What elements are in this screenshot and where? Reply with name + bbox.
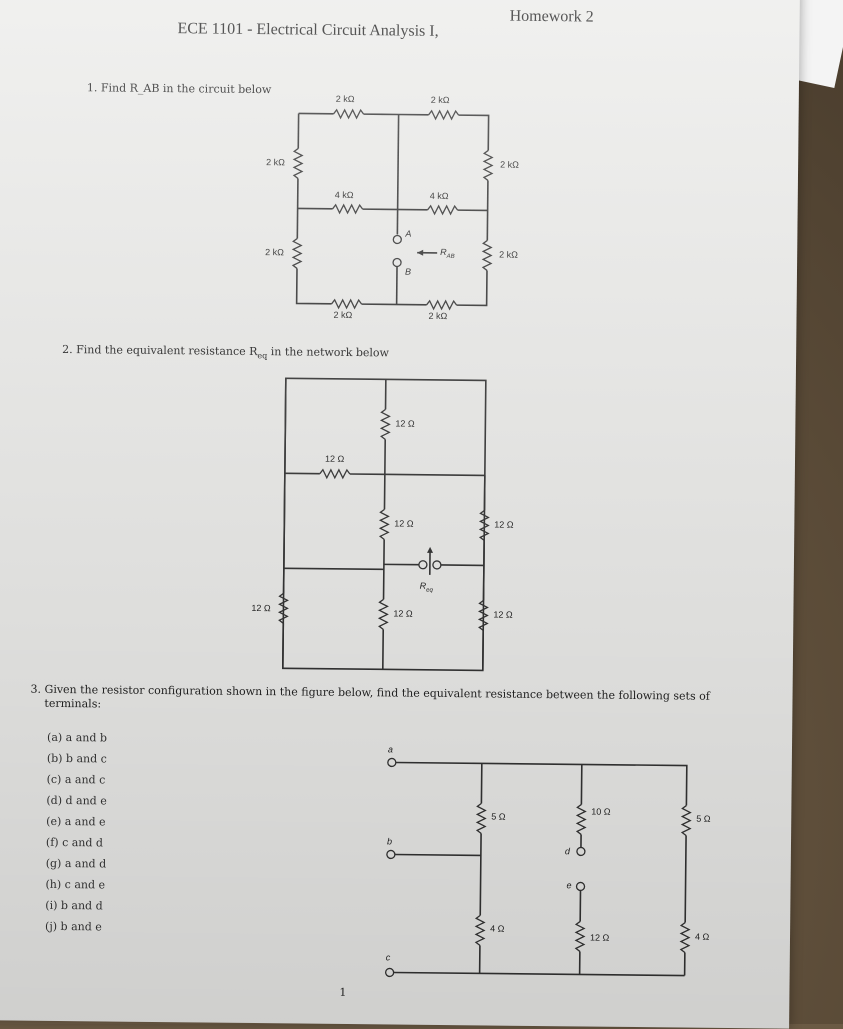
- option-f: (f) c and d: [45, 835, 104, 850]
- circuit-diagrams: [277, 108, 692, 978]
- terminal-A: [392, 234, 402, 245]
- label-1-right-upper: 2 kΩ: [500, 159, 519, 170]
- option-g: (g) a and d: [45, 856, 107, 871]
- resistor-2-right-upper: [478, 509, 490, 541]
- label-1-bottom-right: 2 kΩ: [428, 310, 448, 322]
- label-2-center-upper: 12 Ω: [394, 518, 414, 529]
- resistor-1-left-upper: [292, 147, 304, 179]
- label-3-5ohm-right: 5 Ω: [696, 813, 711, 824]
- resistor-2-center-upper: [378, 508, 390, 540]
- label-2-left: 12 Ω: [251, 602, 271, 614]
- option-i: (i) b and d: [45, 898, 103, 913]
- resistor-1-top-left: [333, 108, 365, 120]
- label-rab: RAB: [440, 246, 455, 260]
- label-1-right-lower: 2 kΩ: [499, 249, 518, 260]
- resistor-1-right-lower: [481, 239, 493, 271]
- label-3-12ohm: 12 Ω: [589, 932, 610, 943]
- label-2-right-lower: 12 Ω: [493, 609, 513, 620]
- label-req: Req: [419, 580, 433, 594]
- terminal-a: [387, 757, 397, 768]
- terminal-d: [576, 846, 586, 857]
- option-h: (h) c and e: [45, 877, 106, 892]
- option-b: (b) b and c: [46, 751, 107, 766]
- resistor-1-mid-right: [427, 204, 459, 216]
- terminal-e: [575, 881, 586, 892]
- option-c: (c) a and c: [46, 772, 106, 787]
- label-1-left-lower: 2 kΩ: [265, 247, 284, 258]
- resistor-3-10ohm: [575, 803, 587, 835]
- label-1-mid-right: 4 kΩ: [429, 190, 449, 202]
- resistor-1-mid-left: [332, 203, 364, 215]
- label-1-top-right: 2 kΩ: [430, 94, 450, 106]
- label-terminal-a: a: [387, 744, 394, 755]
- label-1-mid-left: 4 kΩ: [334, 189, 354, 201]
- resistor-3-5ohm-right: [680, 805, 692, 837]
- resistor-2-top-center: [379, 408, 391, 440]
- label-2-right-upper: 12 Ω: [494, 519, 514, 530]
- terminal-req-right: [432, 560, 442, 570]
- resistor-3-12ohm: [574, 920, 586, 952]
- page-number: 1: [339, 985, 347, 999]
- resistor-1-top-right: [428, 109, 460, 121]
- label-1-top-left: 2 kΩ: [335, 93, 355, 105]
- circuit-3: [384, 757, 692, 978]
- resistor-1-right-upper: [482, 149, 494, 181]
- circuit-2: [277, 377, 490, 672]
- resistor-2-right-lower: [477, 599, 489, 631]
- circuit-1: [291, 108, 494, 311]
- homework-page: ECE 1101 - Electrical Circuit Analysis I…: [0, 0, 800, 1029]
- resistor-2-center-lower: [377, 598, 389, 630]
- option-a: (a) a and b: [47, 730, 108, 745]
- label-3-10ohm: 10 Ω: [591, 806, 611, 817]
- label-3-4ohm-left: 4 Ω: [490, 923, 505, 934]
- resistor-3-4ohm-right: [679, 922, 691, 954]
- resistor-1-bottom-left: [331, 298, 363, 310]
- resistor-1-bottom-right: [426, 299, 458, 311]
- label-terminal-d: d: [564, 846, 570, 857]
- resistor-2-mid-horizontal: [319, 468, 351, 480]
- option-e: (e) a and e: [46, 814, 106, 829]
- label-terminal-A: A: [405, 228, 412, 239]
- label-3-5ohm-left: 5 Ω: [491, 811, 506, 822]
- resistor-3-4ohm-left: [474, 914, 486, 946]
- label-3-4ohm-right: 4 Ω: [694, 931, 710, 942]
- resistor-3-5ohm-left: [475, 802, 487, 834]
- label-terminal-e: e: [566, 880, 572, 891]
- label-2-mid-horizontal: 12 Ω: [324, 453, 345, 464]
- terminal-b: [386, 849, 396, 860]
- resistor-2-left: [277, 592, 289, 624]
- label-1-bottom-left: 2 kΩ: [333, 309, 353, 321]
- terminal-c: [384, 967, 395, 978]
- option-j: (j) b and e: [45, 919, 102, 934]
- label-terminal-b: b: [386, 836, 393, 847]
- label-2-center-lower: 12 Ω: [393, 608, 413, 619]
- label-terminal-B: B: [404, 266, 412, 277]
- problem-3-text-line2: terminals:: [44, 696, 102, 711]
- option-d: (d) d and e: [46, 793, 107, 808]
- terminal-B: [392, 257, 402, 268]
- label-terminal-c: c: [385, 952, 391, 963]
- terminal-req-left: [418, 560, 428, 570]
- resistor-1-left-lower: [291, 237, 303, 269]
- label-2-top-center: 12 Ω: [395, 418, 415, 429]
- label-1-left-upper: 2 kΩ: [266, 157, 285, 168]
